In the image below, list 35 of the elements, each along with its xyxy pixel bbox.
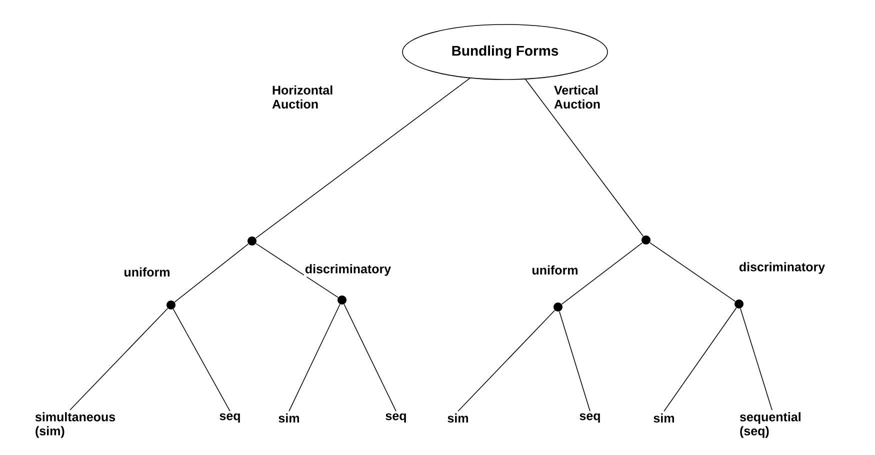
branch-dot	[248, 236, 256, 246]
branch-line	[740, 308, 772, 410]
ellipse-node: Bundling Forms	[402, 24, 608, 80]
branch-line	[664, 307, 737, 412]
leaf-label: seq	[386, 413, 406, 423]
branch-line	[649, 242, 736, 302]
branch-dot	[642, 236, 650, 244]
branch-line	[288, 304, 340, 412]
branch-line	[256, 243, 338, 298]
leaf-label: seq	[580, 413, 600, 423]
branch-line	[344, 304, 396, 412]
branch-line	[561, 242, 643, 305]
edge-label: discriminatory	[304, 263, 392, 277]
leaf-label: sim	[654, 413, 674, 423]
branch-line	[255, 78, 470, 239]
edge-label: uniform	[122, 266, 172, 278]
leaf-label: sim	[448, 413, 468, 423]
branch-dot	[734, 300, 744, 308]
branch-dot	[338, 296, 346, 304]
branch-line	[458, 310, 556, 412]
leaf-label: seq	[220, 413, 240, 423]
edge-label: Horizontal Auction	[271, 84, 332, 110]
branch-dot	[166, 300, 176, 310]
edge-label: discriminatory	[738, 261, 826, 275]
branch-line	[525, 78, 644, 237]
branch-line	[558, 311, 590, 412]
leaf-label: sim	[278, 413, 299, 423]
leaf-label: simultaneous (sim)	[35, 412, 116, 438]
branch-line	[172, 308, 230, 412]
edge-label: Vertical Auction	[553, 84, 611, 110]
branch-line	[174, 244, 249, 302]
edge-label: uniform	[530, 264, 580, 276]
leaf-label: sequential (seq)	[740, 412, 800, 438]
branch-dot	[554, 302, 562, 312]
branch-line	[70, 308, 168, 410]
